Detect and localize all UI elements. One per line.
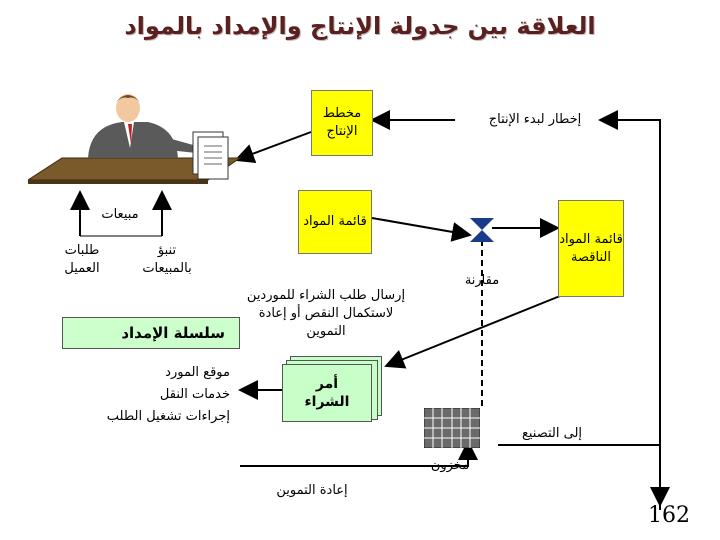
compare-symbol <box>470 218 494 242</box>
purchase-order-label: أمر الشراء <box>304 376 350 410</box>
supply-item-transport: خدمات النقل <box>159 387 230 402</box>
arrow-materials-to-compare <box>371 217 472 242</box>
inventory-label: مخزون <box>430 458 470 473</box>
supply-chain-heading: سلسلة الإمداد <box>121 324 225 342</box>
send-orders-label: إرسال طلب الشراء للموردين لاستكمال النقص… <box>246 288 406 339</box>
replenish-label: إعادة التموين <box>276 483 348 498</box>
shortage-list-label: قائمة المواد الناقصة <box>559 231 623 265</box>
sales-label: مبيعات <box>101 207 139 222</box>
supply-item-supplier: موقع المورد <box>165 365 230 380</box>
to-manufacturing-label: إلى التصنيع <box>521 426 583 441</box>
customer-orders-label: طلبات العميل <box>64 243 100 276</box>
arrow-shortage-to-order <box>384 295 561 369</box>
inventory-grid-icon <box>424 408 480 448</box>
arrow-replenish <box>240 440 478 467</box>
notify-production-label: إخطار لبدء الإنتاج <box>488 112 582 127</box>
supply-item-order-processing: إجراءات تشغيل الطلب <box>106 409 230 424</box>
materials-list-label: قائمة المواد <box>303 214 367 229</box>
page-number: 162 <box>648 503 690 528</box>
supply-chain-panel: سلسلة الإمداد <box>62 317 240 349</box>
arrow-notify-loop <box>598 110 661 510</box>
production-plan-label: مخطط الإنتاج <box>322 106 362 139</box>
supply-chain-list: موقع المورد خدمات النقل إجراءات تشغيل ال… <box>80 362 230 428</box>
purchase-order-stack: أمر الشراء <box>282 356 384 422</box>
page-title: العلاقة بين جدولة الإنتاج والإمداد بالمو… <box>124 12 596 40</box>
materials-list-box: قائمة المواد <box>298 190 372 254</box>
arrow-plan-to-planner <box>234 131 312 164</box>
production-plan-box: مخطط الإنتاج <box>311 90 373 156</box>
compare-label: مقارنة <box>464 273 500 288</box>
shortage-list-box: قائمة المواد الناقصة <box>558 200 624 297</box>
planner-illustration <box>28 94 242 184</box>
sales-forecast-label: تنبؤ بالمبيعات <box>142 243 192 276</box>
